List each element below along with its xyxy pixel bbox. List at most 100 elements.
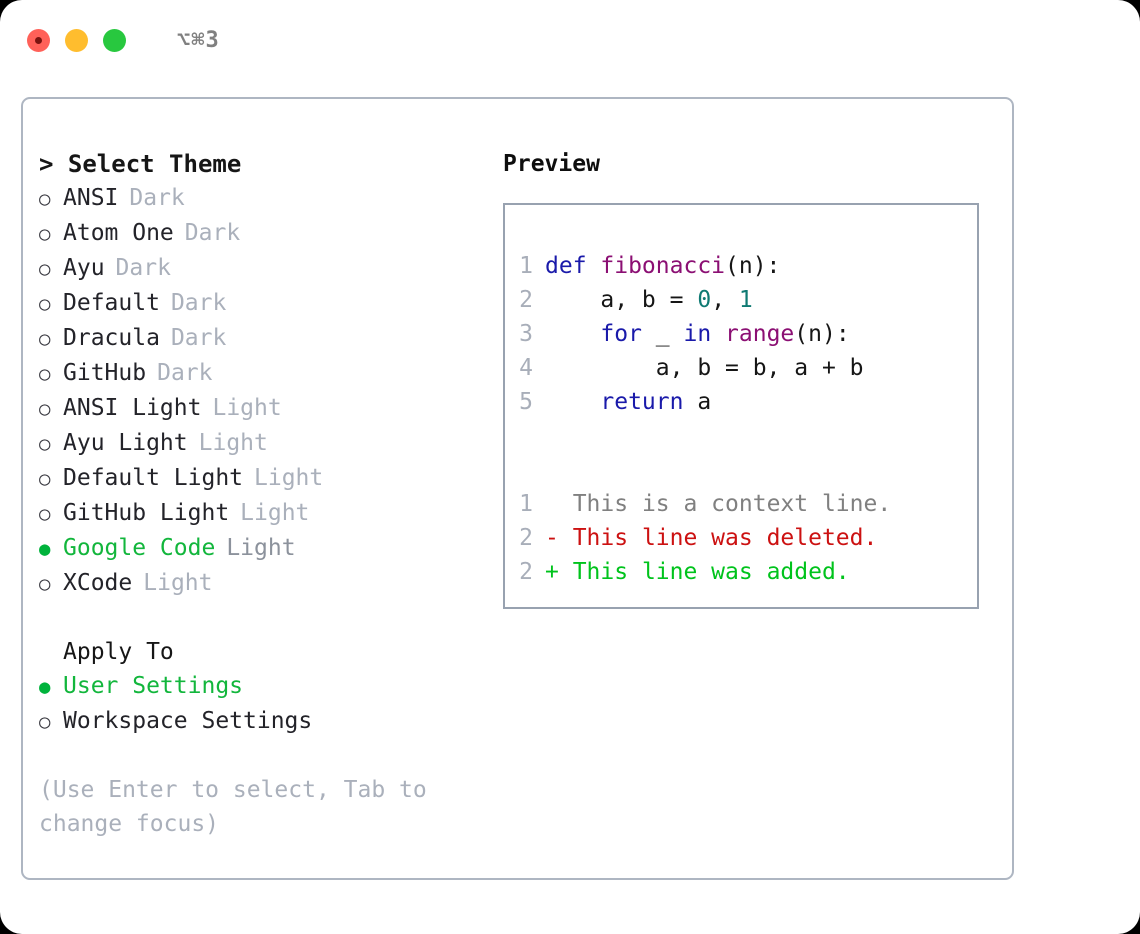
theme-category: Light <box>198 430 268 456</box>
theme-item-ansi-light[interactable]: ○ ANSI Light Light <box>39 391 499 426</box>
theme-category: Dark <box>184 220 241 246</box>
theme-name: Atom One <box>63 220 174 246</box>
code-text: for _ in range(n): <box>545 317 850 351</box>
code-token: a, b = <box>545 287 698 313</box>
apply-to-heading: Apply To <box>63 639 174 665</box>
diff-prefix: - <box>545 525 573 551</box>
radio-icon: ○ <box>39 293 51 315</box>
code-token: _ <box>641 321 684 347</box>
section-spacer <box>39 601 499 635</box>
theme-item-ansi[interactable]: ○ ANSI Dark <box>39 181 499 216</box>
code-token <box>711 321 725 347</box>
theme-category: Dark <box>115 255 171 281</box>
theme-name: Ayu Light <box>63 430 188 456</box>
theme-item-github[interactable]: ○ GitHub Dark <box>39 356 499 391</box>
theme-category: Light <box>254 465 324 491</box>
theme-item-github-light[interactable]: ○ GitHub Light Light <box>39 496 499 531</box>
theme-category: Light <box>226 535 296 561</box>
code-token: , <box>711 287 739 313</box>
code-token: def <box>545 253 601 279</box>
maximize-window-button[interactable] <box>103 28 126 52</box>
diff-text: + This line was added. <box>545 555 850 589</box>
theme-item-atom-one[interactable]: ○ Atom One Dark <box>39 216 499 251</box>
diff-prefix: + <box>545 559 573 585</box>
code-token <box>545 321 600 347</box>
line-number: 4 <box>519 355 533 381</box>
code-spacer <box>505 419 977 453</box>
preview-heading: Preview <box>503 151 600 177</box>
theme-list[interactable]: ○ ANSI Dark ○ Atom One Dark ○ Ayu Dark <box>39 181 499 601</box>
code-line: 3 for _ in range(n): <box>505 317 977 351</box>
code-token <box>545 389 600 415</box>
line-number: 1 <box>519 491 533 517</box>
diff-line-deleted: 2 - This line was deleted. <box>505 521 977 555</box>
diff-content: This is a context line. <box>572 491 892 517</box>
theme-item-ayu-light[interactable]: ○ Ayu Light Light <box>39 426 499 461</box>
radio-icon: ○ <box>39 711 51 733</box>
apply-to-name: User Settings <box>63 673 244 699</box>
radio-icon: ○ <box>39 223 51 245</box>
diff-line-added: 2 + This line was added. <box>505 555 977 589</box>
theme-name: Ayu <box>63 255 105 281</box>
theme-name: Default <box>63 290 160 316</box>
preview-column: Preview 1 def fibonacci(n): 2 a, b = 0, … <box>503 147 1003 609</box>
line-number: 3 <box>519 321 533 347</box>
theme-item-google-code[interactable]: ● Google Code Light <box>39 531 499 566</box>
code-token: a, b = b, a + b <box>545 355 864 381</box>
radio-icon: ○ <box>39 398 51 420</box>
theme-name: ANSI Light <box>63 395 202 421</box>
diff-content: This line was deleted. <box>572 525 878 551</box>
code-line: 1 def fibonacci(n): <box>505 249 977 283</box>
diff-text: - This line was deleted. <box>545 521 877 555</box>
theme-item-dracula[interactable]: ○ Dracula Dark <box>39 321 499 356</box>
diff-line-context: 1 This is a context line. <box>505 487 977 521</box>
code-spacer <box>505 453 977 487</box>
diff-text: This is a context line. <box>545 487 892 521</box>
radio-selected-icon: ● <box>39 676 51 698</box>
radio-icon: ○ <box>39 503 51 525</box>
radio-selected-icon: ● <box>39 538 51 560</box>
traffic-lights <box>27 28 126 52</box>
theme-name: ANSI <box>63 185 119 211</box>
theme-item-default-light[interactable]: ○ Default Light Light <box>39 461 499 496</box>
theme-category: Dark <box>170 290 227 316</box>
code-text: a, b = b, a + b <box>545 351 864 385</box>
code-text: return a <box>545 385 711 419</box>
code-line: 4 a, b = b, a + b <box>505 351 977 385</box>
apply-to-item-user-settings[interactable]: ● User Settings <box>39 669 499 704</box>
apply-to-name: Workspace Settings <box>63 708 313 734</box>
line-number: 5 <box>519 389 533 415</box>
keyboard-hint-text: (Use Enter to select, Tab to change focu… <box>39 777 441 837</box>
radio-icon: ○ <box>39 573 51 595</box>
theme-item-ayu[interactable]: ○ Ayu Dark <box>39 251 499 286</box>
theme-category: Dark <box>157 360 213 386</box>
theme-name: GitHub <box>63 360 147 386</box>
close-window-button[interactable] <box>27 28 50 52</box>
radio-icon: ○ <box>39 328 51 350</box>
theme-picker-column: > Select Theme ○ ANSI Dark ○ Atom One Da… <box>39 147 499 841</box>
theme-name: XCode <box>63 570 133 596</box>
title-bar: ⌥⌘3 <box>0 0 1140 80</box>
apply-to-list[interactable]: ● User Settings ○ Workspace Settings <box>39 669 499 739</box>
line-number: 2 <box>519 559 533 585</box>
code-token: (n): <box>794 321 850 347</box>
code-token: fibonacci <box>600 253 726 279</box>
theme-category: Light <box>143 570 213 596</box>
radio-icon: ○ <box>39 258 51 280</box>
radio-icon: ○ <box>39 363 51 385</box>
code-text: a, b = 0, 1 <box>545 283 752 317</box>
theme-category: Light <box>212 395 282 421</box>
minimize-window-button[interactable] <box>65 28 88 52</box>
theme-item-xcode[interactable]: ○ XCode Light <box>39 566 499 601</box>
theme-item-default[interactable]: ○ Default Dark <box>39 286 499 321</box>
line-number: 2 <box>519 287 533 313</box>
apply-to-item-workspace-settings[interactable]: ○ Workspace Settings <box>39 704 499 739</box>
theme-name: Default Light <box>63 465 244 491</box>
close-icon <box>35 36 42 44</box>
radio-icon: ○ <box>39 468 51 490</box>
code-token: in <box>683 321 712 347</box>
theme-name: GitHub Light <box>63 500 230 526</box>
code-token: a <box>683 389 712 415</box>
theme-category: Dark <box>129 185 185 211</box>
